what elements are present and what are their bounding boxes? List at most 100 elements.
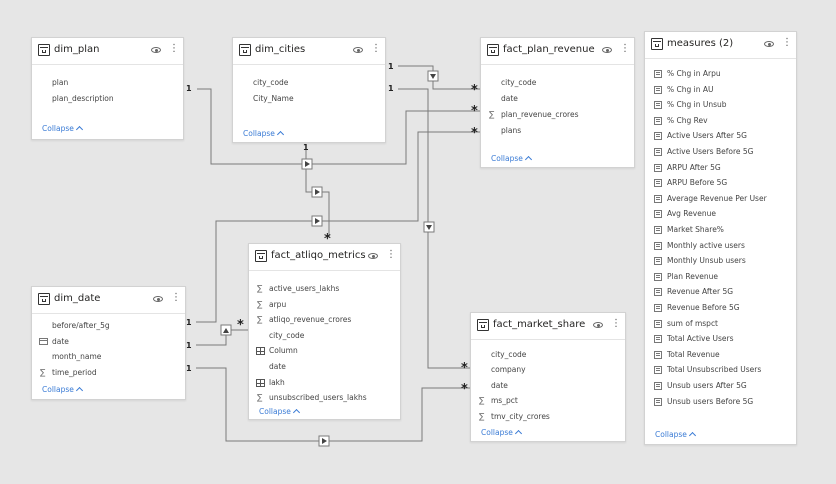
field-item[interactable]: date [471,379,625,393]
collapse-link[interactable]: Collapse [259,407,300,417]
collapse-link[interactable]: Collapse [655,430,696,440]
eye-icon[interactable] [151,47,161,53]
field-item[interactable]: city_code [471,348,625,362]
table-header[interactable]: dim_plan ⋮ [32,38,183,65]
field-item[interactable]: % Chg in Arpu [645,67,796,81]
field-item[interactable]: date [249,360,400,374]
collapse-link[interactable]: Collapse [243,129,284,139]
field-item[interactable]: city_code [233,76,385,90]
calculator-icon [654,163,662,172]
field-item[interactable]: Average Revenue Per User [645,192,796,206]
field-item[interactable]: Active Users Before 5G [645,145,796,159]
field-item[interactable]: ∑atliqo_revenue_crores [249,313,400,327]
field-label: Monthly active users [667,240,745,250]
collapse-link[interactable]: Collapse [481,428,522,438]
field-item[interactable]: Monthly active users [645,239,796,253]
field-item[interactable]: Market Share% [645,223,796,237]
field-label: city_code [253,78,289,87]
field-item[interactable]: date [32,335,185,349]
more-options-icon[interactable]: ⋮ [371,43,381,54]
field-item[interactable]: ∑unsubscribed_users_lakhs [249,391,400,405]
field-item[interactable]: city_code [481,76,634,90]
table-card-fact-atliqo-metrics[interactable]: fact_atliqo_metrics⋮ ∑active_users_lakhs ∑… [248,243,401,420]
cardinality-one: 1 [303,143,309,152]
table-title: dim_cities [255,44,306,55]
field-item[interactable]: Avg Revenue [645,207,796,221]
calculator-icon [654,148,662,156]
field-item[interactable]: ∑arpu [249,298,400,312]
field-item[interactable]: Unsub users After 5G [645,379,796,393]
field-item[interactable]: Monthly Unsub users [645,254,796,268]
more-options-icon[interactable]: ⋮ [611,318,621,329]
field-label: tmv_city_crores [491,411,550,421]
collapse-link[interactable]: Collapse [42,385,83,395]
field-item[interactable]: City_Name [233,92,385,106]
chevron-up-icon [688,431,696,440]
eye-icon[interactable] [593,322,603,328]
more-options-icon[interactable]: ⋮ [620,43,630,54]
field-label: date [52,336,69,346]
field-item[interactable]: ARPU After 5G [645,161,796,175]
field-item[interactable]: Revenue Before 5G [645,301,796,315]
calendar-icon [39,337,48,345]
field-item[interactable]: ∑plan_revenue_crores [481,108,634,122]
eye-icon[interactable] [353,47,363,53]
field-item[interactable]: Total Revenue [645,348,796,362]
collapse-link[interactable]: Collapse [42,124,83,134]
field-item[interactable]: Column [249,344,400,358]
field-item[interactable]: plan [32,76,183,90]
table-card-measures[interactable]: measures (2)⋮% Chg in Arpu% Chg in AU% C… [644,31,797,445]
field-item[interactable]: % Chg in Unsub [645,98,796,112]
field-label: City_Name [253,94,294,103]
eye-icon[interactable] [368,253,378,259]
calculator-icon [654,397,662,406]
field-item[interactable]: city_code [249,329,400,343]
field-item[interactable]: date [481,92,634,106]
field-item[interactable]: plan_description [32,92,183,106]
field-item[interactable]: Active Users After 5G [645,129,796,143]
field-item[interactable]: month_name [32,350,185,364]
field-item[interactable]: % Chg Rev [645,114,796,128]
more-options-icon[interactable]: ⋮ [386,249,396,260]
relationship-arrow [426,225,432,230]
field-item[interactable]: ∑time_period [32,366,185,380]
field-item[interactable]: sum of mspct [645,317,796,331]
table-icon [477,319,489,331]
field-item[interactable]: Total Active Users [645,332,796,346]
field-item[interactable]: ∑active_users_lakhs [249,282,400,296]
field-label: city_code [501,78,537,87]
eye-icon[interactable] [764,41,774,47]
field-item[interactable]: Unsub users Before 5G [645,395,796,409]
table-header[interactable]: measures (2)⋮ [645,32,796,59]
table-header[interactable]: dim_cities ⋮ [233,38,385,65]
eye-icon[interactable] [153,296,163,302]
more-options-icon[interactable]: ⋮ [782,37,792,48]
table-header[interactable]: fact_market_share⋮ [471,313,625,340]
table-title: dim_plan [54,44,100,55]
table-header[interactable]: dim_date⋮ [32,287,185,314]
table-header[interactable]: fact_plan_revenue⋮ [481,38,634,65]
table-header[interactable]: fact_atliqo_metrics⋮ [249,244,400,271]
grid-icon [256,347,265,356]
field-item[interactable]: before/after_5g [32,319,185,333]
field-item[interactable]: lakh [249,376,400,390]
field-item[interactable]: % Chg in AU [645,83,796,97]
more-options-icon[interactable]: ⋮ [171,292,181,303]
field-item[interactable]: Revenue After 5G [645,285,796,299]
eye-icon[interactable] [602,47,612,53]
field-item[interactable]: plans [481,124,634,138]
field-item[interactable]: company [471,363,625,377]
collapse-link[interactable]: Collapse [491,154,532,164]
field-item[interactable]: ARPU Before 5G [645,176,796,190]
field-item[interactable]: Plan Revenue [645,270,796,284]
field-item[interactable]: Total Unsubscribed Users [645,363,796,377]
more-options-icon[interactable]: ⋮ [169,43,179,54]
field-item[interactable]: ∑tmv_city_crores [471,410,625,424]
field-item[interactable]: ∑ms_pct [471,394,625,408]
